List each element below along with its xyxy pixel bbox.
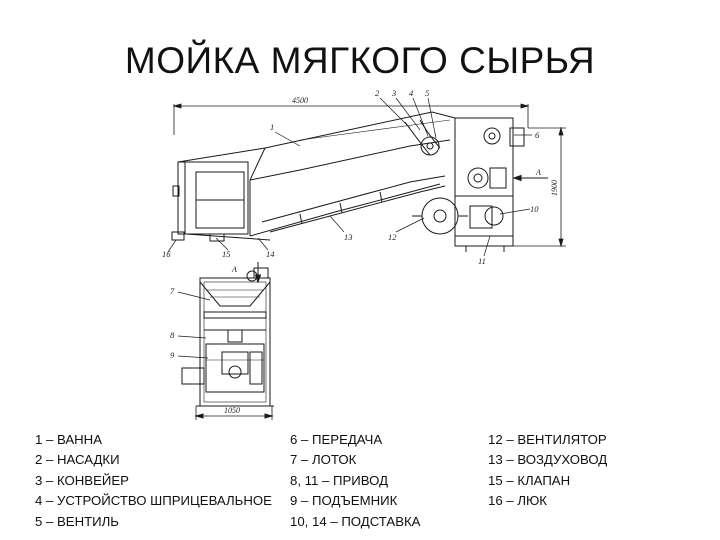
callout-7: 7 [170,286,175,296]
callout-6: 6 [535,130,540,140]
callout-4: 4 [409,88,414,98]
bath-body [177,111,456,237]
length-dimension-label: 4500 [292,96,308,105]
callout-leaders [167,97,532,257]
air-duct [261,175,446,233]
length-dimension [172,103,530,135]
callout-1: 1 [270,122,274,132]
callout-13: 13 [344,232,353,242]
callout-11: 11 [478,256,486,266]
section-top-label: А [231,265,237,274]
callout-3: 3 [391,88,396,98]
callout-16: 16 [162,249,171,259]
legend-item: 5 – ВЕНТИЛЬ [35,513,119,529]
legend-item: 10, 14 – ПОДСТАВКА [290,513,421,529]
callout-10: 10 [530,204,539,214]
legend-column-3: 12 – ВЕНТИЛЯТОР 13 – ВОЗДУХОВОД 15 – КЛА… [488,430,607,512]
callout-15: 15 [222,249,231,259]
side-view: 4500 1900 А [167,96,566,257]
page-title: МОЙКА МЯГКОГО СЫРЬЯ [124,40,596,81]
end-view [177,262,274,420]
callout-9: 9 [170,350,175,360]
legend-column-1: 1 – ВАННА 2 – НАСАДКИ 3 – КОНВЕЙЕР 4 – У… [35,430,272,532]
section-arrow [512,174,548,182]
legend-item: 8, 11 – ПРИВОД [290,472,389,488]
legend-item: 3 – КОНВЕЙЕР [35,472,129,488]
legend-item: 12 – ВЕНТИЛЯТОР [488,432,607,447]
callout-5: 5 [425,88,429,98]
height-dimension [512,126,566,248]
drive-housing [454,117,525,252]
callout-2: 2 [375,88,380,98]
legend-column-2: 6 – ПЕРЕДАЧА 7 – ЛОТОК 8, 11 – ПРИВОД 9 … [290,430,420,532]
support-frame [172,161,271,241]
legend-item: 6 – ПЕРЕДАЧА [290,432,383,447]
callout-14: 14 [266,249,275,259]
legend-item: 13 – ВОЗДУХОВОД [488,452,608,468]
legend-item: 16 – ЛЮК [488,493,547,509]
fan [412,197,468,235]
legend-item: 4 – УСТРОЙСТВО ШПРИЦЕВАЛЬНОЕ [35,493,272,509]
callout-12: 12 [388,232,397,242]
legend-item: 9 – ПОДЪЕМНИК [290,493,398,509]
legend-item: 15 – КЛАПАН [488,472,571,488]
width-dimension-label: 1050 [224,406,240,415]
legend-item: 1 – ВАННА [35,432,102,447]
callout-8: 8 [170,330,175,340]
section-arrow-label: А [535,168,541,177]
end-view-labels: А 1050 7 8 9 [170,265,240,415]
legend-item: 2 – НАСАДКИ [35,452,120,468]
hatch-and-valve [171,231,225,242]
legend-item: 7 – ЛОТОК [290,452,357,468]
callout-labels: 1 2 3 4 5 6 10 11 12 13 14 15 16 [162,88,540,266]
height-dimension-label: 1900 [550,180,559,196]
